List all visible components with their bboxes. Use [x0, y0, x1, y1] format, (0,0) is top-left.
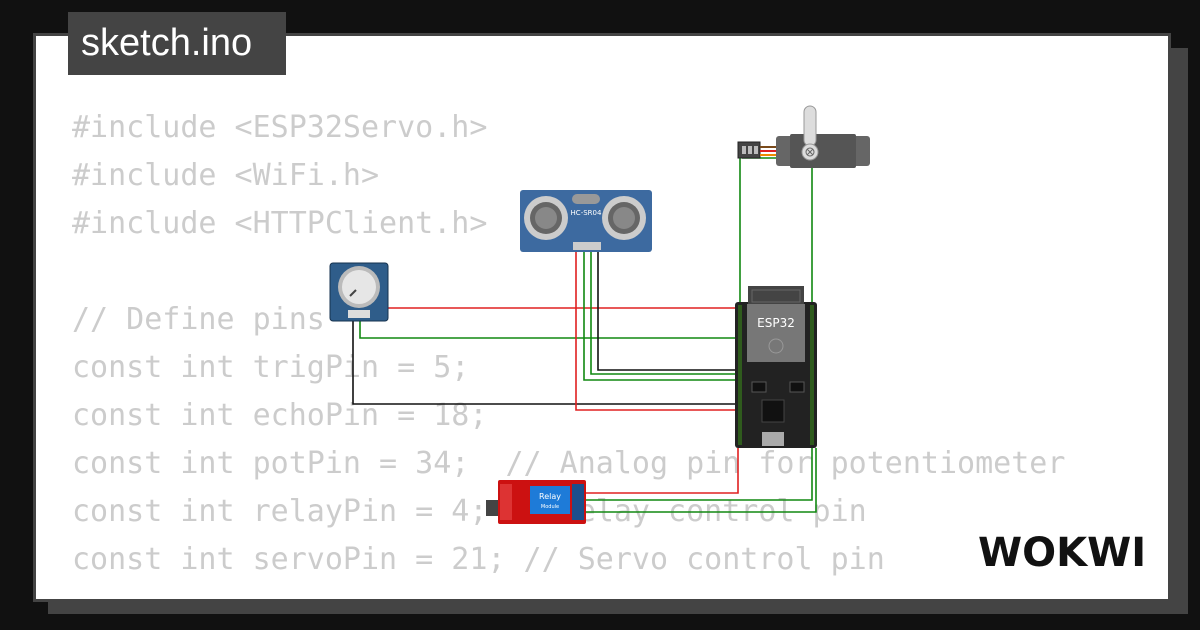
code-line: const int potPin = 34; // Analog pin for… — [72, 446, 1066, 481]
esp32-board[interactable]: ESP32 — [735, 286, 817, 448]
wire-relay-vcc — [586, 448, 739, 494]
esp32-label: ESP32 — [757, 316, 795, 330]
code-line: #include <WiFi.h> — [72, 158, 380, 193]
code-line: const int servoPin = 21; // Servo contro… — [72, 542, 885, 577]
wire-sensor-gnd — [597, 250, 740, 371]
code-line: // Define pins — [72, 302, 325, 337]
wire-pot-signal — [359, 318, 740, 339]
potentiometer[interactable] — [329, 262, 389, 322]
relay-sublabel: Module — [541, 504, 559, 510]
servo-motor[interactable] — [737, 105, 870, 168]
wire-sensor-echo — [590, 250, 740, 375]
code-line: #include <HTTPClient.h> — [72, 206, 488, 241]
wire-pot-gnd — [352, 318, 740, 405]
code-preview: #include <ESP32Servo.h> #include <WiFi.h>… — [72, 104, 1065, 584]
wire-sensor-trig — [583, 250, 740, 381]
wire-pot-vcc — [365, 307, 740, 318]
file-tab[interactable]: sketch.ino — [68, 12, 286, 75]
relay-module[interactable]: Relay Module — [486, 480, 586, 524]
wire-relay-gnd — [488, 448, 817, 513]
wire-sensor-vcc — [575, 250, 740, 411]
ultrasonic-sensor[interactable]: HC-SR04 — [520, 190, 652, 252]
ultrasonic-label: HC-SR04 — [571, 209, 602, 217]
preview-panel: #include <ESP32Servo.h> #include <WiFi.h>… — [33, 33, 1171, 602]
wokwi-logo: WOKWI — [978, 530, 1146, 574]
code-line: const int trigPin = 5; — [72, 350, 470, 385]
relay-label: Relay — [539, 492, 561, 501]
code-line: #include <ESP32Servo.h> — [72, 110, 488, 145]
wokwi-logo-text: WOKWI — [978, 530, 1146, 574]
